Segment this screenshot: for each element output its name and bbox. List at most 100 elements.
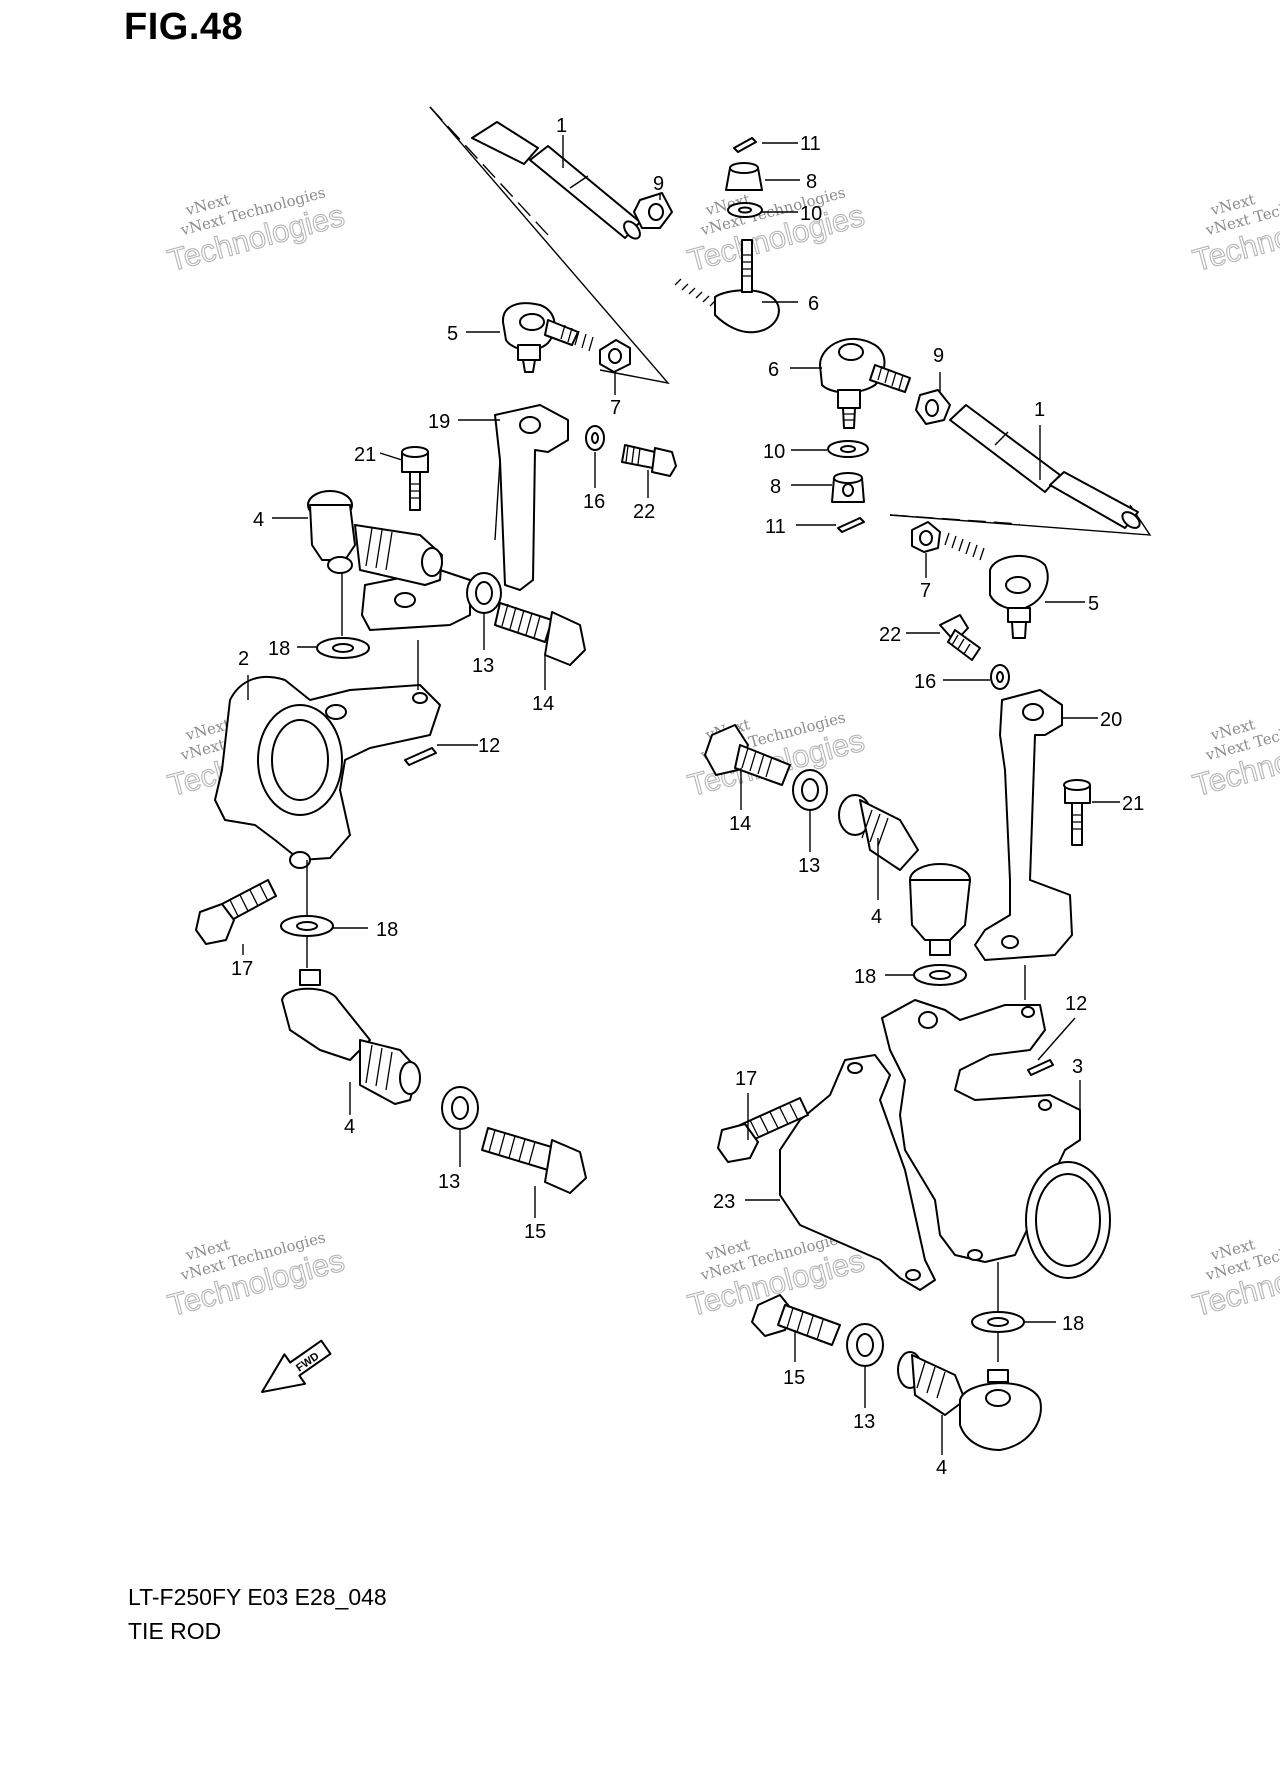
callout-23: 23 xyxy=(713,1191,735,1213)
washer-16-left xyxy=(585,425,605,451)
washer-13-c xyxy=(792,769,828,811)
callout-16: 16 xyxy=(914,671,936,693)
watermark: vNext vNext Technologies Technologies xyxy=(164,183,349,278)
callout-7: 7 xyxy=(920,580,931,602)
watermark: vNext vNext Technologies Technologies xyxy=(1189,1228,1280,1323)
leader-lines xyxy=(242,135,1120,1455)
callout-21: 21 xyxy=(354,444,376,466)
callout-4: 4 xyxy=(253,509,264,531)
callout-1: 1 xyxy=(556,115,567,137)
washer-18-b xyxy=(280,915,334,937)
callout-5: 5 xyxy=(447,323,458,345)
bolt-22-right xyxy=(939,614,981,661)
steering-arm-20 xyxy=(974,689,1073,961)
callout-8: 8 xyxy=(806,171,817,193)
watermark: vNext vNext Technologies Technologies xyxy=(164,1228,349,1323)
callout-3: 3 xyxy=(1072,1056,1083,1078)
cotter-pin-11-upper xyxy=(733,137,757,153)
cotter-pin-12-a xyxy=(404,747,437,766)
tie-rod-end-4-c xyxy=(838,794,971,956)
lock-nut-9-left xyxy=(633,192,673,229)
cotter-pin-12-b xyxy=(1027,1059,1054,1076)
callout-22: 22 xyxy=(879,624,901,646)
callout-6: 6 xyxy=(808,293,819,315)
callout-9: 9 xyxy=(933,345,944,367)
washer-18-c xyxy=(913,964,967,986)
callout-19: 19 xyxy=(428,411,450,433)
left-tie-rod-group: FWD xyxy=(195,106,780,1393)
bolt-21-right xyxy=(1063,779,1091,846)
tie-rod-end-4-a xyxy=(307,490,443,586)
watermark: vNext vNext Technologies Technologies xyxy=(684,708,869,803)
bolt-21-left xyxy=(401,446,429,511)
bolt-22-left xyxy=(621,444,677,477)
bolt-15-b xyxy=(751,1294,841,1346)
callout-20: 20 xyxy=(1100,709,1122,731)
washer-13-a xyxy=(466,572,502,614)
tie-rod-end-6-right xyxy=(819,337,911,429)
callout-13: 13 xyxy=(798,855,820,877)
tie-rod-end-5-right xyxy=(944,532,1049,639)
callout-18: 18 xyxy=(854,966,876,988)
callout-22: 22 xyxy=(633,501,655,523)
figure-title: FIG.48 xyxy=(124,6,244,48)
callout-11: 11 xyxy=(800,133,821,155)
lock-nut-9-right xyxy=(915,389,951,425)
washer-10-upper xyxy=(727,202,763,218)
bolt-17-a xyxy=(195,879,277,945)
bolt-14-b xyxy=(704,724,791,786)
castle-nut-8-upper xyxy=(725,162,763,191)
callout-4: 4 xyxy=(871,906,882,928)
dust-cover-23 xyxy=(779,1054,936,1291)
fwd-arrow: FWD xyxy=(261,1339,332,1393)
washer-13-d xyxy=(846,1323,884,1367)
watermark: vNext vNext Technologies Technologies xyxy=(1189,708,1280,803)
tie-rod-tube-right xyxy=(949,404,1141,529)
callout-11: 11 xyxy=(765,516,786,538)
callout-17: 17 xyxy=(735,1068,757,1090)
callout-6: 6 xyxy=(768,359,779,381)
callout-12: 12 xyxy=(478,735,500,757)
callout-13: 13 xyxy=(438,1171,460,1193)
callout-10: 10 xyxy=(763,441,785,463)
steering-knuckle-2 xyxy=(214,675,441,869)
callout-13: 13 xyxy=(472,655,494,677)
castle-nut-8-right xyxy=(831,472,865,503)
model-code: LT-F250FY E03 E28_048 xyxy=(128,1584,387,1610)
callout-10: 10 xyxy=(800,203,822,225)
callout-8: 8 xyxy=(770,476,781,498)
callout-12: 12 xyxy=(1065,993,1087,1015)
washer-13-b xyxy=(441,1086,479,1130)
callout-5: 5 xyxy=(1088,593,1099,615)
callout-7: 7 xyxy=(610,397,621,419)
callout-13: 13 xyxy=(853,1411,875,1433)
callout-1: 1 xyxy=(1034,399,1045,421)
callout-labels: 1 11 8 9 10 6 5 7 19 21 16 22 4 18 2 13 … xyxy=(231,115,1144,1479)
steering-arm-19 xyxy=(361,404,569,631)
tie-rod-end-4-d xyxy=(897,1351,1042,1451)
washer-10-right xyxy=(827,440,869,458)
callout-4: 4 xyxy=(344,1116,355,1138)
callout-15: 15 xyxy=(524,1221,546,1243)
callout-16: 16 xyxy=(583,491,605,513)
callout-14: 14 xyxy=(532,693,554,715)
lock-nut-7-left xyxy=(599,339,631,373)
callout-17: 17 xyxy=(231,958,253,980)
lock-nut-7-right xyxy=(911,521,941,553)
callout-15: 15 xyxy=(783,1367,805,1389)
cotter-pin-11-right xyxy=(837,517,865,533)
tie-rod-end-4-b xyxy=(281,969,421,1105)
bolt-15-a xyxy=(481,1127,587,1194)
callout-4: 4 xyxy=(936,1457,947,1479)
washer-18-d xyxy=(971,1311,1025,1333)
section-name: TIE ROD xyxy=(128,1618,222,1644)
callout-21: 21 xyxy=(1122,793,1144,815)
bolt-14-a xyxy=(494,602,586,666)
callout-18: 18 xyxy=(1062,1313,1084,1335)
callout-14: 14 xyxy=(729,813,751,835)
callout-18: 18 xyxy=(376,919,398,941)
callout-2: 2 xyxy=(238,648,249,670)
callout-18: 18 xyxy=(268,638,290,660)
washer-18-a xyxy=(316,637,370,659)
